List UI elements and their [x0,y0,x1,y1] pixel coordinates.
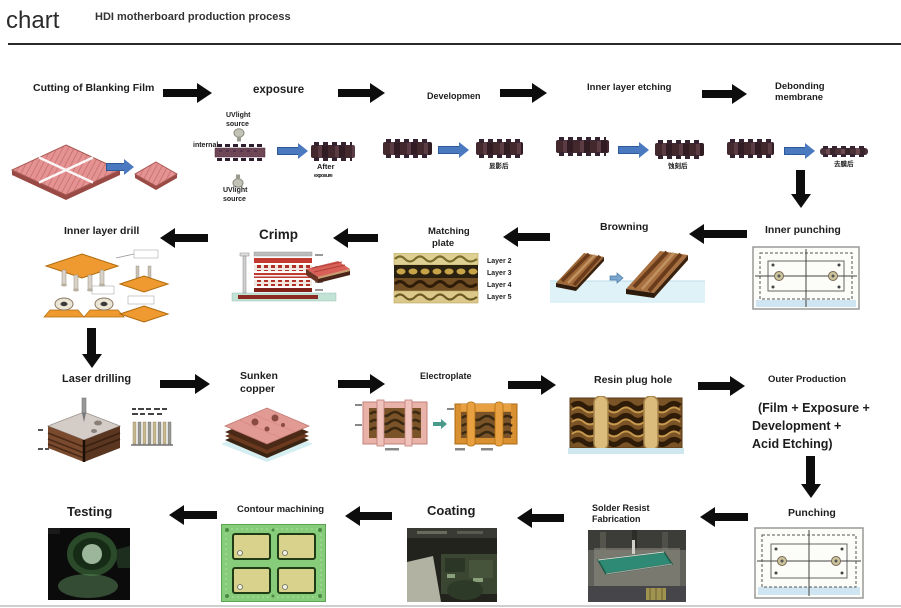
image-board-pre-etching [556,137,609,156]
image-cutting-blanking-film [10,140,122,207]
image-crimp-press [214,248,350,309]
image-sunken-copper [215,398,319,467]
after-label: After [317,162,335,171]
uv-bottom-label-2: source [223,196,246,203]
step-label-sunken-2: copper [240,383,276,395]
etching-note-label: 蚀刻后 [668,163,688,170]
flow-arrow-right-icon [508,381,541,389]
step-label-solder-1: Solder Resist [592,503,650,513]
step-label-sunken-1: Sunken [240,370,278,382]
flow-arrow-right-icon [163,89,197,97]
flow-arrow-left-icon [518,233,550,241]
outer-production-line2: Development + [752,419,842,433]
after-note-label: exposure [314,173,333,179]
uv-bottom-label-1: UVlight [223,187,248,194]
image-board-pre-debonding [727,139,774,158]
image-browning-boards [550,245,705,310]
page-bottom-border [0,605,901,607]
step-label-outer-production: Outer Production [768,374,847,385]
image-board-post-debonding [820,146,868,157]
layer-label: Layer 5 [487,294,512,301]
flow-arrow-left-icon [360,512,392,520]
image-resin-plug-hole [568,395,688,461]
image-inner-layer-drill [28,244,170,331]
image-matching-plate-layers [392,252,480,310]
layer-label: Layer 3 [487,270,512,277]
step-label-debonding-2: membrane [775,92,824,103]
image-board-post-etching [655,140,704,159]
flow-arrow-left-icon [532,514,564,522]
flow-arrow-right-icon [702,90,732,98]
image-board-post-development [476,139,523,158]
image-board-after-exposure [311,142,355,161]
step-label-coating: Coating [427,503,476,518]
flow-arrow-down-icon [806,456,815,484]
debonding-note-label: 去膜后 [834,161,854,168]
blue-arrow-icon [277,147,299,155]
image-punching-panel [754,527,864,604]
layer-label: Layer 2 [487,258,512,265]
step-label-inner-etching: Inner layer etching [587,82,672,93]
header-divider [8,43,901,45]
uv-top-label-2: source [226,121,249,128]
step-label-debonding-1: Debonding [775,81,825,92]
blue-arrow-icon [438,146,460,154]
outer-production-line3: Acid Etching) [752,437,833,451]
image-inner-punching-panel [752,246,860,315]
page-logo: chart [6,7,60,34]
image-electroplate-sections [355,396,523,459]
image-solder-resist-machine [588,530,686,607]
outer-production-line1: (Film + Exposure + [758,401,870,415]
flow-arrow-left-icon [704,230,747,238]
flow-arrow-left-icon [175,234,208,242]
step-label-testing: Testing [67,504,113,519]
image-board-pre-development [383,139,432,158]
step-label-resin: Resin plug hole [594,374,673,386]
step-label-crimp: Crimp [259,227,299,242]
uv-lamp-icon [232,168,244,188]
page-title: HDI motherboard production process [95,11,291,23]
step-label-cutting: Cutting of Blanking Film [33,82,155,94]
uv-top-label-1: UVlight [226,112,251,119]
step-label-exposure: exposure [253,84,305,96]
image-laser-drilling [36,396,174,471]
uv-lamp-icon [233,128,245,148]
flow-arrow-left-icon [348,234,378,242]
blue-arrow-icon [784,147,806,155]
flow-arrow-right-icon [338,89,370,97]
step-label-matching-2: plate [432,238,455,249]
flow-arrow-right-icon [338,380,370,388]
image-coating-line [407,528,497,607]
step-label-inner-punching: Inner punching [765,224,841,236]
layer-label: Layer 4 [487,282,512,289]
flow-arrow-right-icon [160,380,195,388]
image-testing-microscope [48,528,130,605]
blue-arrow-icon [106,163,125,171]
flow-arrow-right-icon [500,89,532,97]
step-label-punching: Punching [788,507,836,519]
flow-arrow-down-icon [87,328,96,354]
step-label-development: Developmen [427,91,481,101]
flow-arrow-left-icon [715,513,748,521]
step-label-browning: Browning [600,221,649,233]
step-label-solder-2: Fabrication [592,514,641,524]
step-label-inner-drill: Inner layer drill [64,225,140,237]
blue-arrow-icon [618,146,640,154]
internal-label: internal [193,142,219,149]
image-contour-machining-panel [220,523,327,607]
image-exposure-board [214,143,266,168]
flow-arrow-right-icon [698,382,730,390]
step-label-electroplate: Electroplate [420,371,472,381]
step-label-matching-1: Matching [428,226,470,237]
flow-arrow-left-icon [184,511,217,519]
development-note-label: 显影后 [489,163,509,170]
step-label-contour: Contour machining [237,504,325,515]
flow-arrow-down-icon [796,170,805,194]
step-label-laser: Laser drilling [62,373,132,385]
image-cut-piece [132,158,180,197]
